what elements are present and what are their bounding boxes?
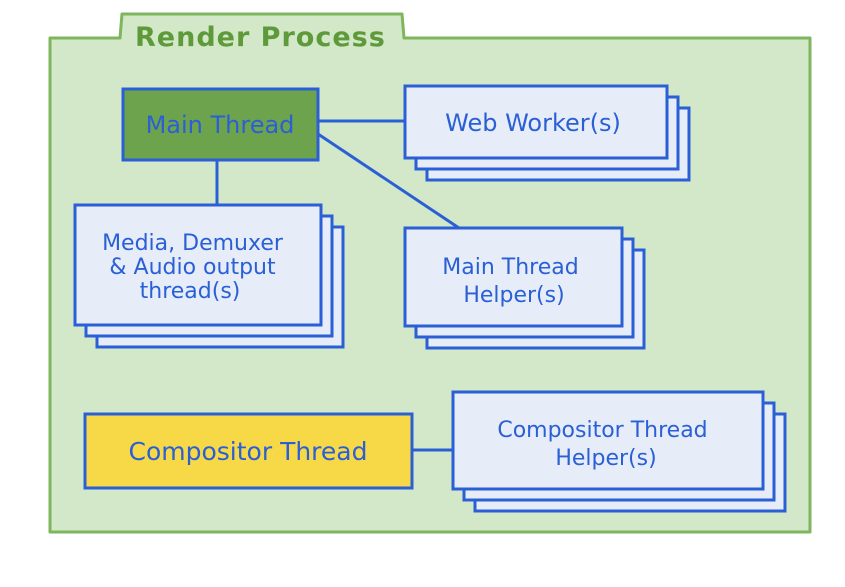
connectors [215, 119, 463, 452]
main-thread-box [121, 87, 320, 162]
compositor-helpers-line-1: Compositor Thread [497, 418, 707, 443]
main-thread-helpers-node: Main Thread Helper(s) [403, 226, 646, 350]
compositor-helpers-line-2: Helper(s) [555, 446, 656, 471]
main-thread-helpers-line-2: Helper(s) [463, 283, 564, 308]
main-thread-helpers-box [403, 226, 624, 328]
media-threads-line-1: Media, Demuxer [102, 231, 284, 256]
media-threads-line-3: thread(s) [140, 279, 241, 304]
compositor-thread-label: Compositor Thread [129, 437, 368, 466]
connector-main-to-helper [317, 132, 463, 232]
compositor-helpers-node: Compositor Thread Helper(s) [451, 390, 787, 513]
web-workers-label: Web Worker(s) [445, 109, 621, 137]
panel-title: Render Process [135, 22, 386, 53]
compositor-helpers-label: Compositor Thread Helper(s) [497, 418, 714, 471]
main-thread-node: Main Thread [121, 87, 320, 162]
main-thread-helpers-line-1: Main Thread [442, 255, 578, 280]
web-workers-box [403, 84, 669, 160]
media-threads-label: Media, Demuxer & Audio output thread(s) [102, 231, 290, 304]
compositor-helpers-box [451, 390, 765, 491]
media-threads-node: Media, Demuxer & Audio output thread(s) [73, 203, 345, 349]
main-thread-label: Main Thread [146, 111, 295, 139]
compositor-thread-node: Compositor Thread [83, 412, 414, 490]
media-threads-box [73, 203, 323, 327]
web-workers-node: Web Worker(s) [403, 84, 691, 182]
main-thread-helpers-label: Main Thread Helper(s) [442, 255, 585, 308]
compositor-thread-box [83, 412, 414, 490]
media-threads-line-2: & Audio output [109, 255, 276, 280]
